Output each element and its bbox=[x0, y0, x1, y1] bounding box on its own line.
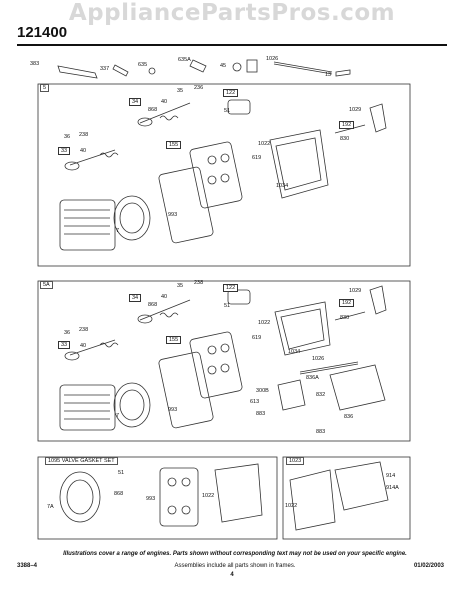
section-label: 5A bbox=[40, 281, 53, 289]
section-label: 5 bbox=[40, 84, 50, 92]
part-number: 1022 bbox=[258, 141, 271, 147]
part-number: 33 bbox=[58, 147, 71, 155]
part-number: 51 bbox=[224, 108, 231, 114]
part-number: 40 bbox=[161, 99, 168, 105]
header-rule bbox=[17, 44, 447, 46]
part-number: 836A bbox=[306, 375, 319, 381]
watermark: AppliancePartsPros.com bbox=[68, 0, 396, 26]
breather-tube-drawing bbox=[57, 65, 98, 79]
part-number: 33 bbox=[58, 341, 71, 349]
part-number: 635 bbox=[138, 62, 148, 68]
part-number: 1029 bbox=[349, 288, 362, 294]
part-number: 868 bbox=[148, 302, 158, 308]
footer-assemblies: Assemblies include all parts shown in fr… bbox=[174, 563, 296, 569]
part-number: 300B bbox=[256, 388, 269, 394]
part-number: 613 bbox=[250, 399, 260, 405]
part-number: 619 bbox=[252, 335, 262, 341]
part-number: 993 bbox=[168, 212, 178, 218]
footer-code: 3388–4 bbox=[17, 563, 38, 569]
part-number: 914 bbox=[386, 473, 396, 479]
part-number: 836 bbox=[344, 414, 354, 420]
part-number: 830 bbox=[340, 136, 350, 142]
part-number: 383 bbox=[30, 61, 40, 67]
part-number: 192 bbox=[339, 299, 355, 307]
part-number: 236 bbox=[194, 85, 204, 91]
part-number: 1034 bbox=[276, 183, 289, 189]
part-number: 7 bbox=[116, 228, 120, 234]
part-number: 40 bbox=[80, 343, 87, 349]
part-number: 1034 bbox=[288, 349, 301, 355]
part-number: 238 bbox=[194, 280, 204, 286]
part-number: 122 bbox=[223, 284, 239, 292]
part-number: 1026 bbox=[312, 356, 325, 362]
part-number: 192 bbox=[339, 121, 355, 129]
part-number: 883 bbox=[316, 429, 326, 435]
part-number: 993 bbox=[146, 496, 156, 502]
part-number: 238 bbox=[79, 327, 89, 333]
part-number: 883 bbox=[256, 411, 266, 417]
part-number: 13 bbox=[325, 72, 332, 78]
part-number: 7 bbox=[116, 413, 120, 419]
part-number: 830 bbox=[340, 315, 350, 321]
part-number: 337 bbox=[100, 66, 110, 72]
part-number: 993 bbox=[168, 407, 178, 413]
part-number: 35 bbox=[177, 88, 184, 94]
footer-note: Illustrations cover a range of engines. … bbox=[63, 551, 407, 557]
part-number: 1022 bbox=[202, 493, 215, 499]
part-number: 832 bbox=[316, 392, 326, 398]
part-number: 1022 bbox=[285, 503, 298, 509]
part-number: 36 bbox=[64, 330, 71, 336]
part-number: 1029 bbox=[349, 107, 362, 113]
part-number: 868 bbox=[114, 491, 124, 497]
part-number: 7A bbox=[47, 504, 54, 510]
part-number: 238 bbox=[79, 132, 89, 138]
footer-date: 01/02/2003 bbox=[413, 563, 444, 569]
part-number: 40 bbox=[161, 294, 168, 300]
page-number: 4 bbox=[230, 572, 234, 578]
part-number: 34 bbox=[129, 294, 142, 302]
frame-title: 1023 bbox=[286, 457, 305, 465]
part-number: 155 bbox=[166, 141, 182, 149]
frame-title: 1095 VALVE GASKET SET bbox=[45, 457, 118, 465]
part-number: 635A bbox=[178, 57, 191, 63]
part-number: 619 bbox=[252, 155, 262, 161]
part-number: 34 bbox=[129, 98, 142, 106]
part-number: 36 bbox=[64, 134, 71, 140]
part-number: 122 bbox=[223, 89, 239, 97]
part-number: 1022 bbox=[258, 320, 271, 326]
part-number: 155 bbox=[166, 336, 182, 344]
part-number: 868 bbox=[148, 107, 158, 113]
part-number: 40 bbox=[80, 148, 87, 154]
part-number: 35 bbox=[177, 283, 184, 289]
part-number: 1026 bbox=[266, 56, 279, 62]
part-number: 45 bbox=[220, 63, 227, 69]
part-number: 51 bbox=[118, 470, 125, 476]
part-number: 51 bbox=[224, 303, 231, 309]
part-number: 914A bbox=[386, 485, 399, 491]
model-number: 121400 bbox=[17, 24, 68, 41]
